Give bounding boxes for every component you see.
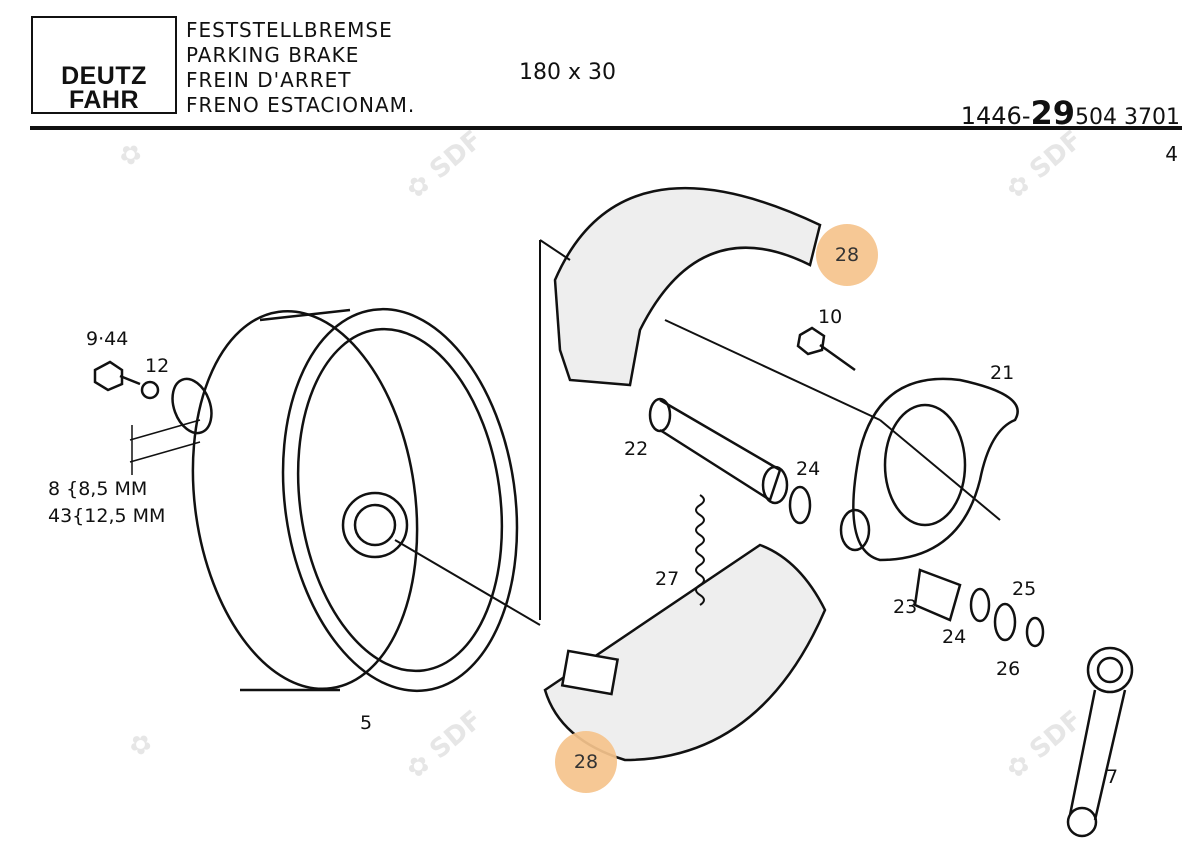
spring [695, 494, 705, 606]
label-21: 21 [990, 362, 1015, 384]
title-block: FESTSTELLBREMSE PARKING BRAKE FREIN D'AR… [186, 18, 415, 118]
header-divider [30, 126, 1182, 130]
label-27: 27 [655, 568, 680, 590]
title-en: PARKING BRAKE [186, 43, 360, 67]
brake-drum [191, 307, 541, 693]
part-number: 1446-29504 3701 [961, 94, 1180, 132]
title-es: FRENO ESTACIONAM. [186, 93, 416, 117]
title-de: FESTSTELLBREMSE [186, 18, 393, 42]
logo-line-2: FAHR [68, 86, 140, 114]
label-22: 22 [624, 438, 649, 460]
bolt-10 [796, 326, 856, 372]
hotspot-28-top[interactable]: 28 [816, 224, 878, 286]
circlip-26 [1025, 616, 1045, 648]
cam-shaft [648, 397, 789, 505]
brake-shoe-top [539, 187, 881, 620]
part-number-group: 29 [1030, 94, 1076, 132]
sleeve-23 [913, 568, 962, 622]
label-12: 12 [145, 355, 170, 377]
label-5: 5 [360, 712, 373, 734]
label-23: 23 [893, 596, 918, 618]
label-24-top: 24 [796, 458, 821, 480]
anchor-plate [852, 377, 1019, 562]
part-number-suffix: 504 3701 [1075, 105, 1180, 130]
washer-25 [993, 602, 1017, 642]
label-9-44: 9·44 [86, 328, 129, 350]
label-7: 7 [1106, 766, 1119, 788]
label-10: 10 [818, 306, 843, 328]
logo-line-1: DEUTZ [61, 62, 147, 90]
label-8: 8 {8,5 MM [48, 478, 148, 500]
lever [1066, 646, 1134, 838]
label-25: 25 [1012, 578, 1037, 600]
dimensions: 180 x 30 [519, 60, 616, 85]
label-26: 26 [996, 658, 1021, 680]
deutz-fahr-logo: DEUTZ FAHR [31, 16, 177, 114]
bushing [839, 508, 871, 552]
brake-shoe-bottom [543, 543, 827, 762]
label-43: 43{12,5 MM [48, 505, 166, 527]
bolt-washer [93, 360, 213, 475]
part-number-prefix: 1446- [960, 102, 1031, 130]
circlip-24b [969, 587, 991, 623]
sheet-number: 4 [1165, 142, 1178, 166]
title-fr: FREIN D'ARRET [186, 68, 352, 92]
hotspot-28-bottom[interactable]: 28 [555, 731, 617, 793]
circlip-24 [788, 485, 812, 525]
label-24-bottom: 24 [942, 626, 967, 648]
